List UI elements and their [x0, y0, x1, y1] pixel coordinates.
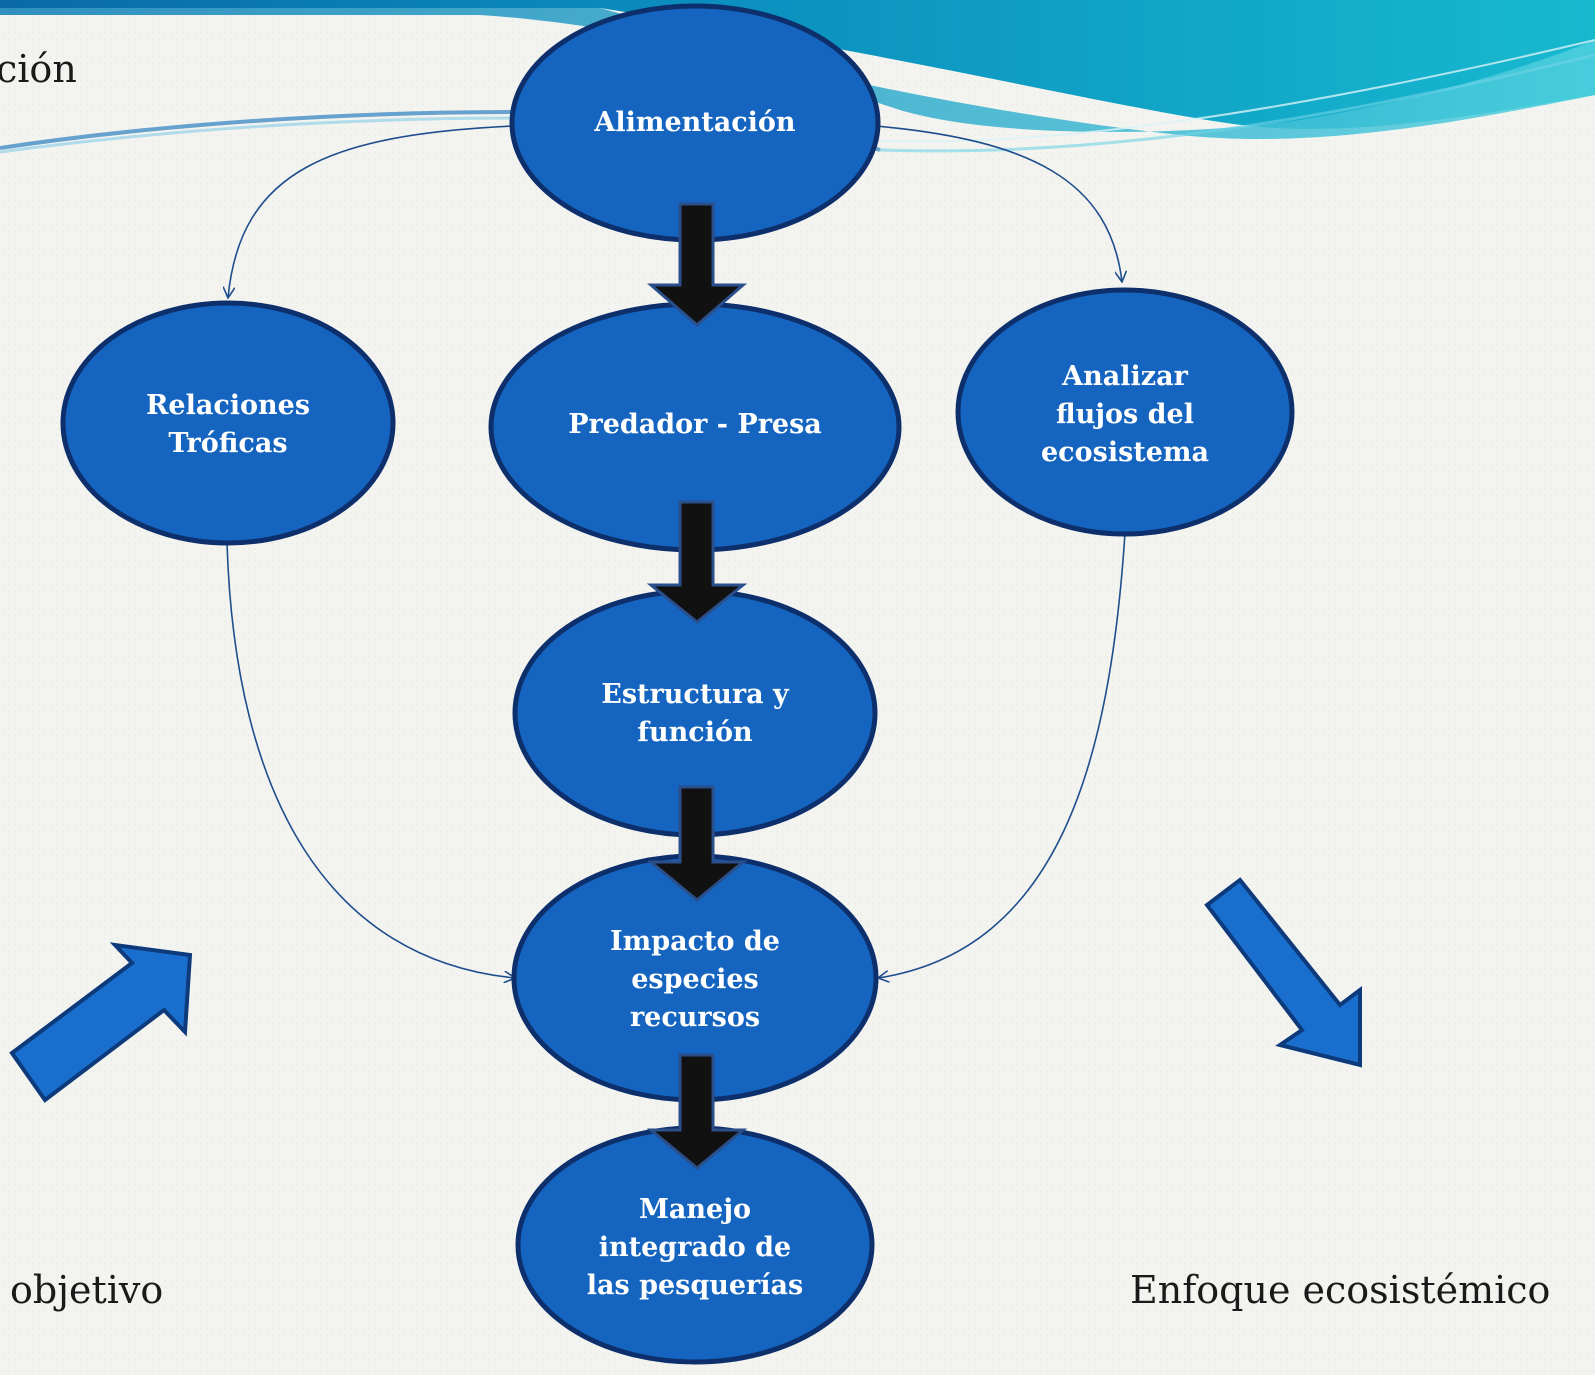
label-relaciones: Relaciones Tróficas — [145, 390, 311, 459]
decor-arrow-up-right — [9, 942, 193, 1103]
label-alimentacion: Alimentación — [594, 107, 796, 138]
flow-arrow-1 — [646, 202, 748, 327]
connector-analizar-impacto — [878, 532, 1126, 978]
node-analizar — [955, 287, 1295, 537]
footer-right-label: Enfoque ecosistémico — [1130, 1268, 1551, 1312]
decor-arrows — [9, 877, 1362, 1103]
flow-arrow-4 — [646, 1053, 748, 1170]
node-relaciones — [60, 300, 396, 546]
connectors — [226, 125, 1126, 978]
flow-arrow-3 — [646, 785, 748, 902]
nodes — [60, 3, 1295, 1365]
connector-alimentacion-relaciones — [228, 125, 513, 298]
label-estructura: Estructura y función — [601, 679, 789, 748]
header-partial-title: ción — [0, 47, 77, 91]
decor-arrow-down-right — [1204, 877, 1362, 1068]
label-impacto: Impacto de especies recursos — [610, 926, 780, 1033]
label-manejo: Manejo integrado de las pesquerías — [586, 1194, 804, 1301]
flow-arrows — [646, 202, 748, 1170]
label-predador: Predador - Presa — [568, 409, 822, 440]
label-analizar: Analizar flujos del ecosistema — [1041, 361, 1209, 468]
connector-relaciones-impacto — [226, 542, 515, 978]
flow-arrow-2 — [646, 500, 748, 624]
connector-alimentacion-analizar — [875, 125, 1122, 282]
footer-left-label: objetivo — [10, 1268, 164, 1312]
